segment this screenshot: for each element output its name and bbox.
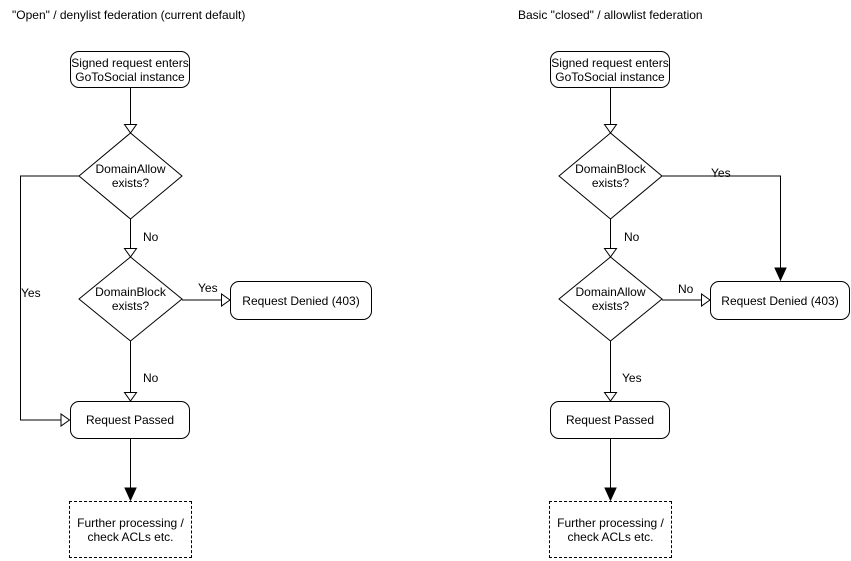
edge-label-no: No [143, 230, 159, 244]
arrowhead-open-icon [221, 293, 231, 307]
arrowhead-open-icon [701, 293, 711, 307]
node-decision-domainallow-label: DomainAllow exists? [575, 285, 646, 313]
arrowhead-open-icon [123, 124, 138, 134]
node-further-processing: Further processing / check ACLs etc. [69, 501, 192, 558]
arrowhead-filled-icon [774, 267, 787, 282]
arrowhead-open-icon [60, 413, 71, 427]
edge-label-yes: Yes [711, 166, 731, 180]
edge-label-no: No [678, 282, 694, 296]
chart-title: Basic "closed" / allowlist federation [518, 8, 703, 22]
edge-label-yes: Yes [622, 371, 642, 385]
node-start: Signed request enters GoToSocial instanc… [70, 51, 190, 88]
arrowhead-open-icon [603, 124, 618, 134]
node-decision-domainblock-label: DomainBlock exists? [95, 285, 166, 313]
node-start: Signed request enters GoToSocial instanc… [550, 51, 670, 88]
arrowhead-filled-icon [124, 487, 137, 502]
node-request-denied: Request Denied (403) [230, 281, 372, 320]
edge-label-no: No [143, 371, 159, 385]
edges-closed-allowlist [558, 88, 787, 502]
edge-decision-top-yes-to-denied [662, 175, 781, 268]
edge-label-yes: Yes [198, 281, 218, 295]
arrowhead-open-icon [123, 248, 138, 258]
edge-label-yes: Yes [21, 286, 41, 300]
edge-label-no: No [624, 230, 640, 244]
arrowhead-filled-icon [604, 487, 617, 502]
edges-open-denylist [20, 88, 231, 502]
node-request-passed: Request Passed [70, 401, 190, 439]
node-decision-domainallow-label: DomainAllow exists? [95, 162, 166, 190]
edge-decision-top-yes-loop [20, 175, 79, 421]
node-decision-domainblock-label: DomainBlock exists? [575, 162, 646, 190]
node-request-denied: Request Denied (403) [710, 281, 850, 320]
arrowhead-open-icon [603, 248, 618, 258]
arrowhead-open-icon [123, 392, 138, 402]
node-further-processing: Further processing / check ACLs etc. [549, 501, 672, 558]
arrowhead-open-icon [603, 392, 618, 402]
node-request-passed: Request Passed [550, 401, 670, 439]
chart-title: "Open" / denylist federation (current de… [12, 8, 246, 22]
